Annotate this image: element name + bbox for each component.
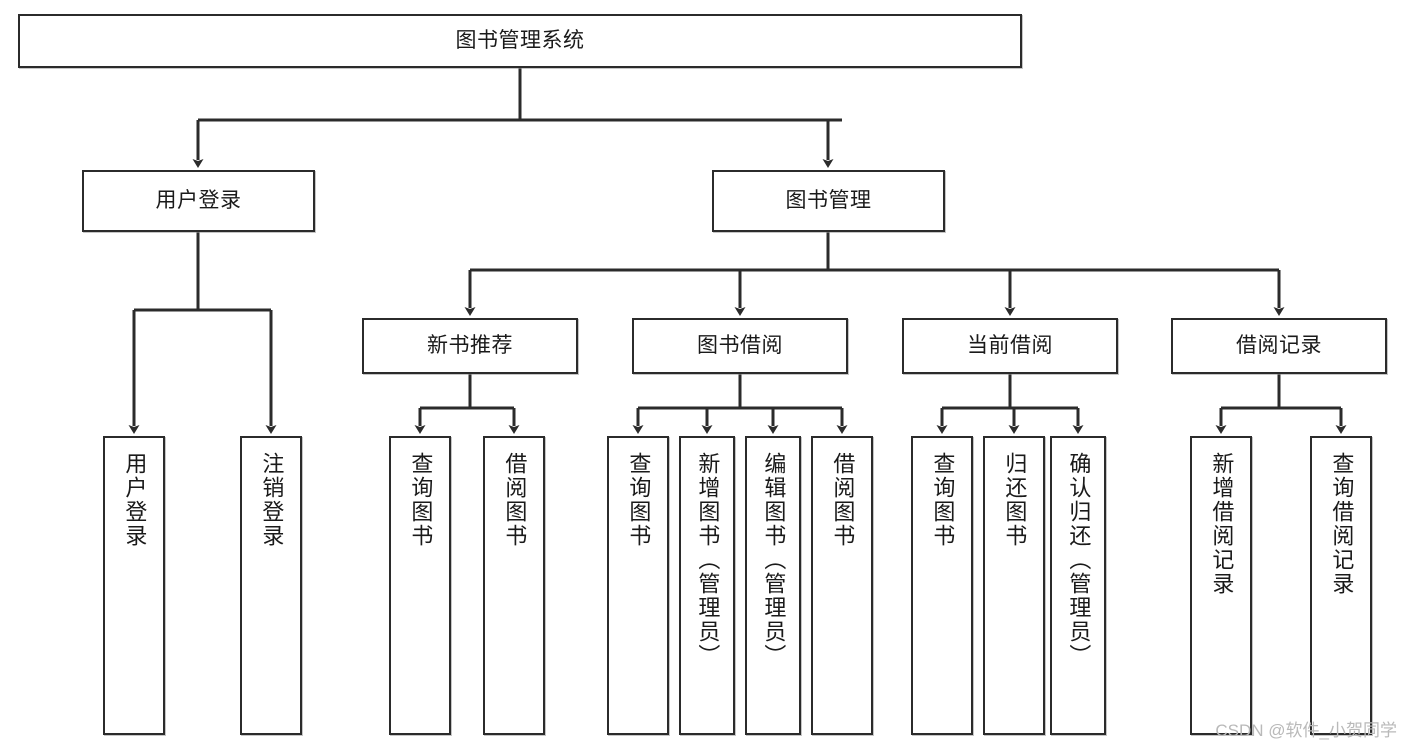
node-label-l-b1: 借阅图书 (502, 452, 528, 548)
watermark-text: CSDN @软件_小贺同学 (1215, 721, 1397, 740)
node-label-l-q2: 查询图书 (626, 452, 652, 548)
node-label-borrow: 图书借阅 (697, 334, 783, 358)
node-label-l-add: 新增图书（管理员） (695, 452, 721, 668)
node-borrow[interactable]: 图书借阅 (632, 318, 848, 374)
node-records[interactable]: 借阅记录 (1171, 318, 1387, 374)
node-label-l-q3: 查询图书 (930, 452, 956, 548)
node-label-l-logout: 注销登录 (259, 452, 285, 548)
node-current[interactable]: 当前借阅 (902, 318, 1118, 374)
node-label-bookmgmt: 图书管理 (785, 189, 872, 213)
node-label-l-addrec: 新增借阅记录 (1209, 452, 1235, 596)
node-label-l-qrec: 查询借阅记录 (1329, 452, 1355, 596)
node-label-l-confirm: 确认归还（管理员） (1066, 452, 1092, 668)
node-label-records: 借阅记录 (1236, 334, 1322, 358)
node-l-confirm[interactable]: 确认归还（管理员） (1050, 436, 1106, 735)
node-root[interactable]: 图书管理系统 (18, 14, 1022, 68)
node-l-q2[interactable]: 查询图书 (607, 436, 669, 735)
node-l-q1[interactable]: 查询图书 (389, 436, 451, 735)
node-label-l-edit: 编辑图书（管理员） (761, 452, 787, 668)
node-l-qrec[interactable]: 查询借阅记录 (1310, 436, 1372, 735)
node-l-edit[interactable]: 编辑图书（管理员） (745, 436, 801, 735)
node-l-b2[interactable]: 借阅图书 (811, 436, 873, 735)
node-l-addrec[interactable]: 新增借阅记录 (1190, 436, 1252, 735)
node-label-login: 用户登录 (155, 189, 242, 213)
node-label-current: 当前借阅 (967, 334, 1053, 358)
node-bookmgmt[interactable]: 图书管理 (712, 170, 945, 232)
node-label-l-return: 归还图书 (1002, 452, 1028, 548)
node-l-logout[interactable]: 注销登录 (240, 436, 302, 735)
node-l-add[interactable]: 新增图书（管理员） (679, 436, 735, 735)
node-l-return[interactable]: 归还图书 (983, 436, 1045, 735)
node-label-newbook: 新书推荐 (427, 334, 513, 358)
node-login[interactable]: 用户登录 (82, 170, 315, 232)
node-l-b1[interactable]: 借阅图书 (483, 436, 545, 735)
node-l-q3[interactable]: 查询图书 (911, 436, 973, 735)
node-label-l-login: 用户登录 (122, 452, 148, 548)
node-label-l-b2: 借阅图书 (830, 452, 856, 548)
node-label-root: 图书管理系统 (455, 29, 585, 53)
node-l-login[interactable]: 用户登录 (103, 436, 165, 735)
node-newbook[interactable]: 新书推荐 (362, 318, 578, 374)
node-label-l-q1: 查询图书 (408, 452, 434, 548)
